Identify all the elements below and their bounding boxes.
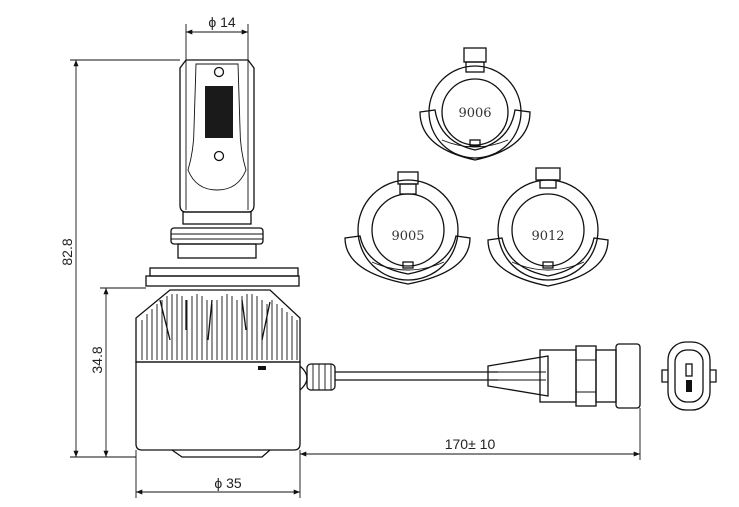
base-type-9005: 9005 — [344, 171, 471, 285]
dim-tube-diameter: ϕ 14 — [185, 14, 249, 60]
led-bulb-side-view — [135, 59, 641, 458]
dim-heatsink-length: 34.8 — [89, 287, 146, 457]
base-type-9012: 9012 — [487, 167, 609, 287]
connector-end-view — [661, 341, 717, 411]
dim-label-total-length: 82.8 — [59, 238, 75, 265]
dim-label-body-diameter: ϕ 35 — [214, 475, 242, 491]
base-label-9005: 9005 — [391, 229, 424, 244]
dim-cable-length: 170± 10 — [300, 408, 641, 460]
dim-total-length: 82.8 — [59, 59, 180, 458]
dim-label-cable-length: 170± 10 — [445, 436, 496, 452]
dim-body-diameter: ϕ 35 — [135, 450, 301, 498]
base-label-9006: 9006 — [458, 106, 491, 121]
dim-label-tube-diameter: ϕ 14 — [208, 14, 236, 30]
base-label-9012: 9012 — [531, 229, 564, 244]
dim-label-heatsink-length: 34.8 — [89, 346, 105, 373]
base-type-9006: 9006 — [419, 47, 531, 161]
